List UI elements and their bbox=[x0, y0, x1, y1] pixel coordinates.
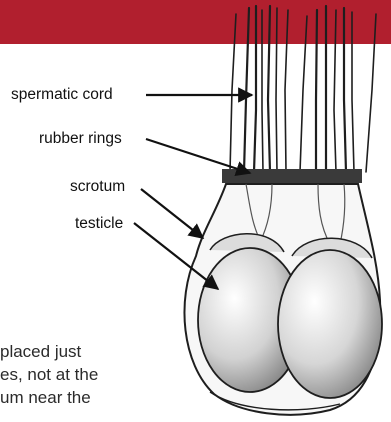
scrotum-arrow bbox=[141, 189, 203, 238]
label-spermatic-cord: spermatic cord bbox=[11, 86, 113, 104]
right-testicle bbox=[278, 250, 382, 398]
label-testicle: testicle bbox=[75, 215, 123, 233]
rubber-rings-arrow bbox=[146, 139, 250, 173]
label-scrotum: scrotum bbox=[70, 178, 125, 196]
body-text-line-3: um near the bbox=[0, 387, 91, 408]
label-rubber-rings: rubber rings bbox=[39, 130, 122, 148]
body-text-line-1: placed just bbox=[0, 341, 81, 362]
body-text-line-2: es, not at the bbox=[0, 364, 98, 385]
